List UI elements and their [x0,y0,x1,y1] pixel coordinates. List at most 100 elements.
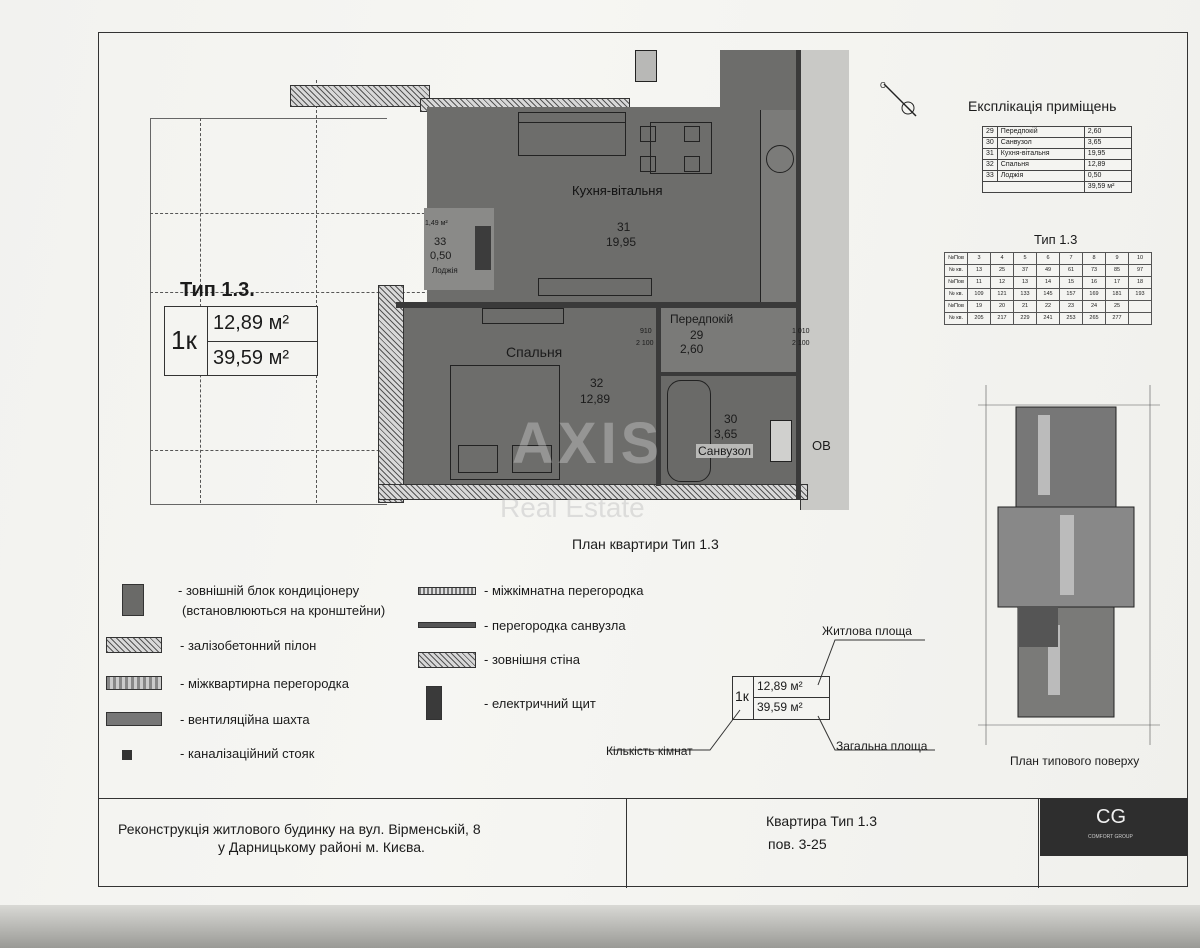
area-badge: 1к 12,89 м² 39,59 м² [164,306,318,376]
type-table-cell [1128,300,1152,313]
type-table-cell: 61 [1059,264,1083,277]
key-living: 12,89 м² [757,679,803,693]
explication-cell: 29 [982,126,998,138]
type-table-cell: 17 [1105,276,1129,289]
vent-shaft-icon [106,712,162,726]
area-key: 1к 12,89 м² 39,59 м² [732,676,830,720]
type-table-cell: 109 [967,288,991,301]
explication-cell: 33 [982,170,998,182]
type-table-cell: 22 [1036,300,1060,313]
terrace-outline [150,118,387,505]
type-table-cell: 49 [1036,264,1060,277]
type-table-cell: 13 [967,264,991,277]
legend-bath-partition: - перегородка санвузла [484,618,626,633]
type-table-cell: 8 [1082,252,1106,265]
type-table-cell: 7 [1059,252,1083,265]
key-living-label: Житлова площа [822,624,912,638]
door1-width: 910 [640,328,652,335]
sewer-riser-icon [122,750,132,760]
type-table-cell: 4 [990,252,1014,265]
type-table-cell: 133 [1013,288,1037,301]
watermark-sub: Real Estate [500,492,645,523]
type-table-cell: № кв. [944,312,968,325]
wardrobe [482,308,564,324]
type-table-cell: 10 [1128,252,1152,265]
door2-width: 1 010 [792,328,810,335]
hall-label: Передпокій [670,312,734,326]
type-table-cell: 265 [1082,312,1106,325]
explication-cell: 19,95 [1083,148,1132,160]
type-title: Тип 1.3. [180,279,255,301]
key-rooms-label: Кількість кімнат [606,744,693,758]
door1-height: 2 100 [636,340,654,347]
type-table-cell: 6 [1036,252,1060,265]
apartment-partition-icon [106,676,162,690]
legend-ac: - зовнішній блок кондиціонеру [178,583,360,598]
explication-cell: Лоджія [996,170,1085,182]
kitchen-area: 19,95 [606,235,637,249]
type-table-cell: №Пов [944,300,968,313]
explication-title: Експлікація приміщень [968,98,1117,114]
apartment-type: Квартира Тип 1.3 [766,813,878,829]
type-table-cell: 25 [990,264,1014,277]
explication-cell: 31 [982,148,998,160]
exterior-wall-icon [418,652,476,668]
exterior-wall-left [378,285,404,503]
type-table-cell: 169 [1082,288,1106,301]
key-leader-lines [610,639,935,751]
living-area: 12,89 м² [213,312,290,334]
bathroom-top [720,50,800,110]
rooms-count: 1к [171,325,197,355]
logo-subtext: COMFORT GROUP [1088,834,1133,840]
explication-total: 39,59 м² [1083,181,1132,193]
type-table-cell: № кв. [944,288,968,301]
explication-cell: 3,65 [1083,137,1132,149]
concrete-pylon-icon [106,637,162,653]
type-table-cell: № кв. [944,264,968,277]
legend-apt-partition: - міжквартирна перегородка [180,676,349,691]
type-table-cell: 15 [1059,276,1083,289]
bath-number: 30 [724,412,738,426]
door2-height: 2 100 [792,340,810,347]
legend-sewer: - каналізаційний стояк [180,746,315,761]
type-table-cell: №Пов [944,276,968,289]
bed [450,365,560,480]
type-table-cell: 193 [1128,288,1152,301]
type-table-cell: 23 [1059,300,1083,313]
type-table-cell: 157 [1059,288,1083,301]
exterior-wall-top [290,85,430,107]
project-line-2: у Дарницькому районі м. Києва. [218,839,425,855]
explication-cell: Кухня-вітальня [996,148,1085,160]
hall-area: 2,60 [680,342,704,356]
type-table-cell: 73 [1082,264,1106,277]
company-logo: CG COMFORT GROUP [1040,798,1188,856]
type-table-cell: 241 [1036,312,1060,325]
type-table-cell: 18 [1128,276,1152,289]
bath-label: Санвузол [696,444,753,458]
type-table-cell: 37 [1013,264,1037,277]
kitchen-counter [760,80,801,310]
type-table-cell: 145 [1036,288,1060,301]
legend-room-partition: - міжкімнатна перегородка [484,583,644,598]
north-arrow-icon: С [880,80,920,120]
type-table-cell: 25 [1105,300,1129,313]
vent-label: ОВ [812,438,831,453]
exterior-wall-bottom [378,484,808,500]
type-table-cell: 12 [990,276,1014,289]
type-table-cell: 229 [1013,312,1037,325]
drawing-frame [98,32,1188,887]
plan-caption: План квартири Тип 1.3 [572,536,719,552]
legend-ext-wall: - зовнішня стіна [484,652,580,667]
type-table-cell: 5 [1013,252,1037,265]
watermark: AXIS [512,411,664,476]
table-surface [0,905,1200,948]
